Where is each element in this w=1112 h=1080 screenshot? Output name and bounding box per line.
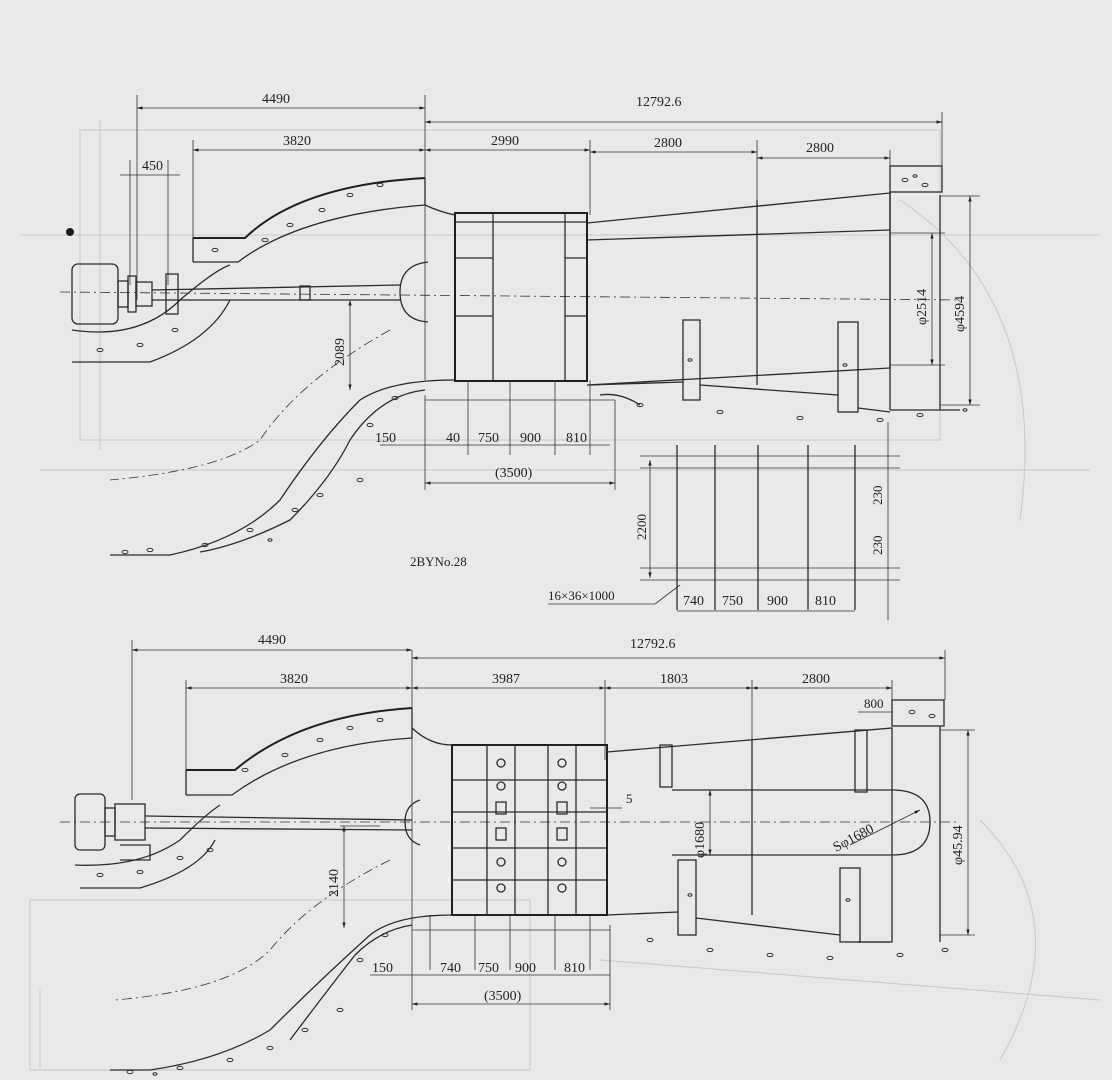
dim-base-810: 810 xyxy=(566,431,587,446)
bar-spec-label: 16×36×1000 xyxy=(548,588,615,603)
model-label: 2BYNo.28 xyxy=(410,554,467,569)
outlet-diffuser xyxy=(586,192,891,386)
concrete-hatching xyxy=(96,174,968,555)
dim-dia-1680: φ1680 xyxy=(693,822,708,858)
dim-base-750-lower: 750 xyxy=(478,961,499,976)
dim-dia-4594: φ4594 xyxy=(953,296,968,332)
dim-base-150-lower: 150 xyxy=(372,961,393,976)
dim-base-40: 40 xyxy=(446,431,460,446)
dim-height-2089: 2089 xyxy=(333,338,348,366)
trash-rack-detail: 2200 230 230 16×36×1000 740 750 900 810 xyxy=(548,422,900,620)
dim-gap-5: 5 xyxy=(626,791,633,806)
dim-base-total: (3500) xyxy=(495,466,533,481)
dim-rack-810: 810 xyxy=(815,594,836,609)
dim-3987: 3987 xyxy=(492,672,520,687)
dim-rack-230-b: 230 xyxy=(870,536,885,556)
pier-2 xyxy=(837,321,859,413)
dim-3820-lower: 3820 xyxy=(280,672,308,687)
dim-height-2140: 2140 xyxy=(327,869,342,897)
dim-base-150: 150 xyxy=(375,431,396,446)
dim-overall-left-lower: 4490 xyxy=(258,633,286,648)
dim-800: 800 xyxy=(864,696,884,711)
dim-2800-b: 2800 xyxy=(806,141,834,156)
motor-block xyxy=(71,263,119,325)
dim-overall-left: 4490 xyxy=(262,92,290,107)
dim-overall-right: 12792.6 xyxy=(636,95,682,110)
dim-rack-230-a: 230 xyxy=(870,486,885,506)
dim-overall-right-lower: 12792.6 xyxy=(630,637,676,652)
dim-1803: 1803 xyxy=(660,672,688,687)
dim-2800-a: 2800 xyxy=(654,136,682,151)
dim-rack-750: 750 xyxy=(722,594,743,609)
dim-450: 450 xyxy=(142,159,163,174)
dim-rack-height-2200: 2200 xyxy=(634,514,649,540)
lower-pump-station-section: 4490 12792.6 3820 3987 1803 2800 800 xyxy=(60,633,975,1076)
dim-2990: 2990 xyxy=(491,134,519,149)
pier-1 xyxy=(682,319,701,401)
dim-base-total-lower: (3500) xyxy=(484,989,522,1004)
dim-3820: 3820 xyxy=(283,134,311,149)
dim-2800-lower: 2800 xyxy=(802,672,830,687)
dim-base-740-lower: 740 xyxy=(440,961,461,976)
dim-base-750: 750 xyxy=(478,431,499,446)
dim-base-900: 900 xyxy=(520,431,541,446)
shaft-centerline xyxy=(59,291,961,301)
concrete-hatching-lower xyxy=(96,709,949,1076)
pump-casing-lower xyxy=(451,744,608,916)
pier-lower-2 xyxy=(839,867,861,943)
dim-dia-4594-lower: φ45.94 xyxy=(951,825,966,865)
dim-base-900-lower: 900 xyxy=(515,961,536,976)
pump-casing xyxy=(454,212,588,382)
casing-openings xyxy=(495,758,568,893)
inlet-elbow-upper-wall xyxy=(193,177,426,239)
ink-dot xyxy=(66,228,74,236)
dim-rack-740: 740 xyxy=(683,594,704,609)
pier-lower-1 xyxy=(677,859,697,936)
dim-sphere-1680: Sφ1680 xyxy=(831,822,877,856)
dim-base-810-lower: 810 xyxy=(564,961,585,976)
dim-dia-2514: φ2514 xyxy=(915,289,930,325)
upper-pump-station-section: 4490 12792.6 3820 2990 2800 2800 450 xyxy=(59,92,980,556)
dim-rack-900: 900 xyxy=(767,594,788,609)
bulb-nose xyxy=(399,261,429,323)
